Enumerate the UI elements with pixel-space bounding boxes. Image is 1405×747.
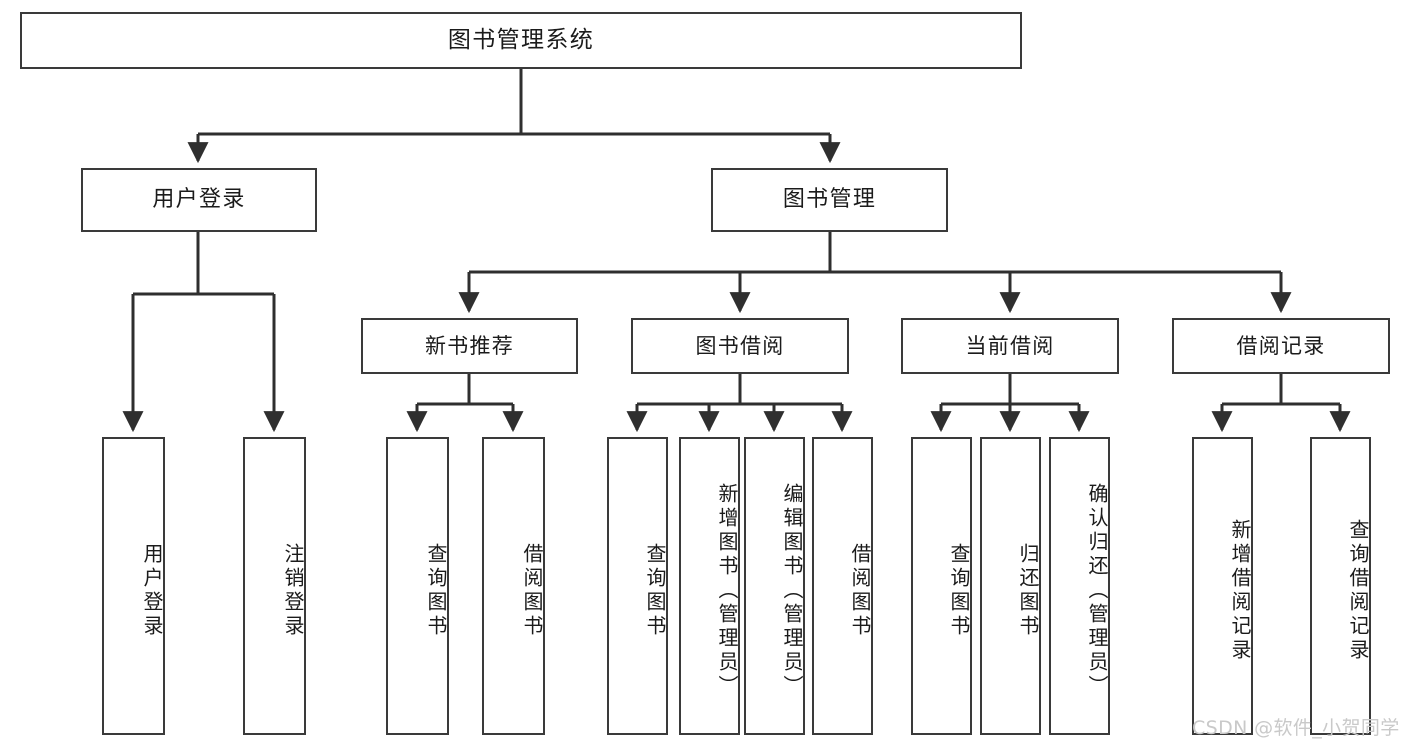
node-user-login[interactable]: 用户登录 <box>81 168 317 232</box>
node-label: 当前借阅 <box>965 333 1055 358</box>
watermark-text: CSDN @软件_小贺同学 <box>1192 717 1400 739</box>
node-label: 确认归还（管理员） <box>1085 483 1109 699</box>
node-label: 查询图书 <box>643 543 667 639</box>
node-leaf-confirm-return[interactable]: 确认归还（管理员） <box>1049 437 1110 735</box>
node-label: 查询图书 <box>424 543 448 639</box>
node-leaf-query-record[interactable]: 查询借阅记录 <box>1310 437 1371 735</box>
node-label: 用户登录 <box>140 543 164 639</box>
node-leaf-query-book-1[interactable]: 查询图书 <box>386 437 449 735</box>
node-leaf-borrow-book-1[interactable]: 借阅图书 <box>482 437 545 735</box>
node-label: 借阅图书 <box>520 543 544 639</box>
node-leaf-query-book-2[interactable]: 查询图书 <box>607 437 668 735</box>
node-book-borrow[interactable]: 图书借阅 <box>631 318 849 374</box>
node-new-book-recommend[interactable]: 新书推荐 <box>361 318 578 374</box>
node-label: 图书借阅 <box>695 333 785 358</box>
node-label: 新增图书（管理员） <box>715 483 739 699</box>
node-leaf-return-book[interactable]: 归还图书 <box>980 437 1041 735</box>
node-root-book-management-system[interactable]: 图书管理系统 <box>20 12 1022 69</box>
node-label: 借阅记录 <box>1236 333 1326 358</box>
node-leaf-add-book[interactable]: 新增图书（管理员） <box>679 437 740 735</box>
node-label: 新书推荐 <box>424 333 515 358</box>
node-label: 借阅图书 <box>848 543 872 639</box>
node-label: 注销登录 <box>281 543 305 639</box>
node-leaf-query-book-3[interactable]: 查询图书 <box>911 437 972 735</box>
node-leaf-user-logout[interactable]: 注销登录 <box>243 437 306 735</box>
node-label: 编辑图书（管理员） <box>780 483 804 699</box>
node-label: 归还图书 <box>1016 543 1040 639</box>
node-label: 查询图书 <box>947 543 971 639</box>
node-label: 图书管理系统 <box>447 26 595 53</box>
node-label: 用户登录 <box>152 187 246 213</box>
node-leaf-add-record[interactable]: 新增借阅记录 <box>1192 437 1253 735</box>
node-book-management[interactable]: 图书管理 <box>711 168 948 232</box>
node-leaf-edit-book[interactable]: 编辑图书（管理员） <box>744 437 805 735</box>
node-current-borrow[interactable]: 当前借阅 <box>901 318 1119 374</box>
node-borrow-record[interactable]: 借阅记录 <box>1172 318 1390 374</box>
node-label: 新增借阅记录 <box>1228 519 1252 663</box>
node-label: 查询借阅记录 <box>1346 519 1370 663</box>
node-leaf-user-login[interactable]: 用户登录 <box>102 437 165 735</box>
node-leaf-borrow-book-2[interactable]: 借阅图书 <box>812 437 873 735</box>
node-label: 图书管理 <box>782 187 877 213</box>
